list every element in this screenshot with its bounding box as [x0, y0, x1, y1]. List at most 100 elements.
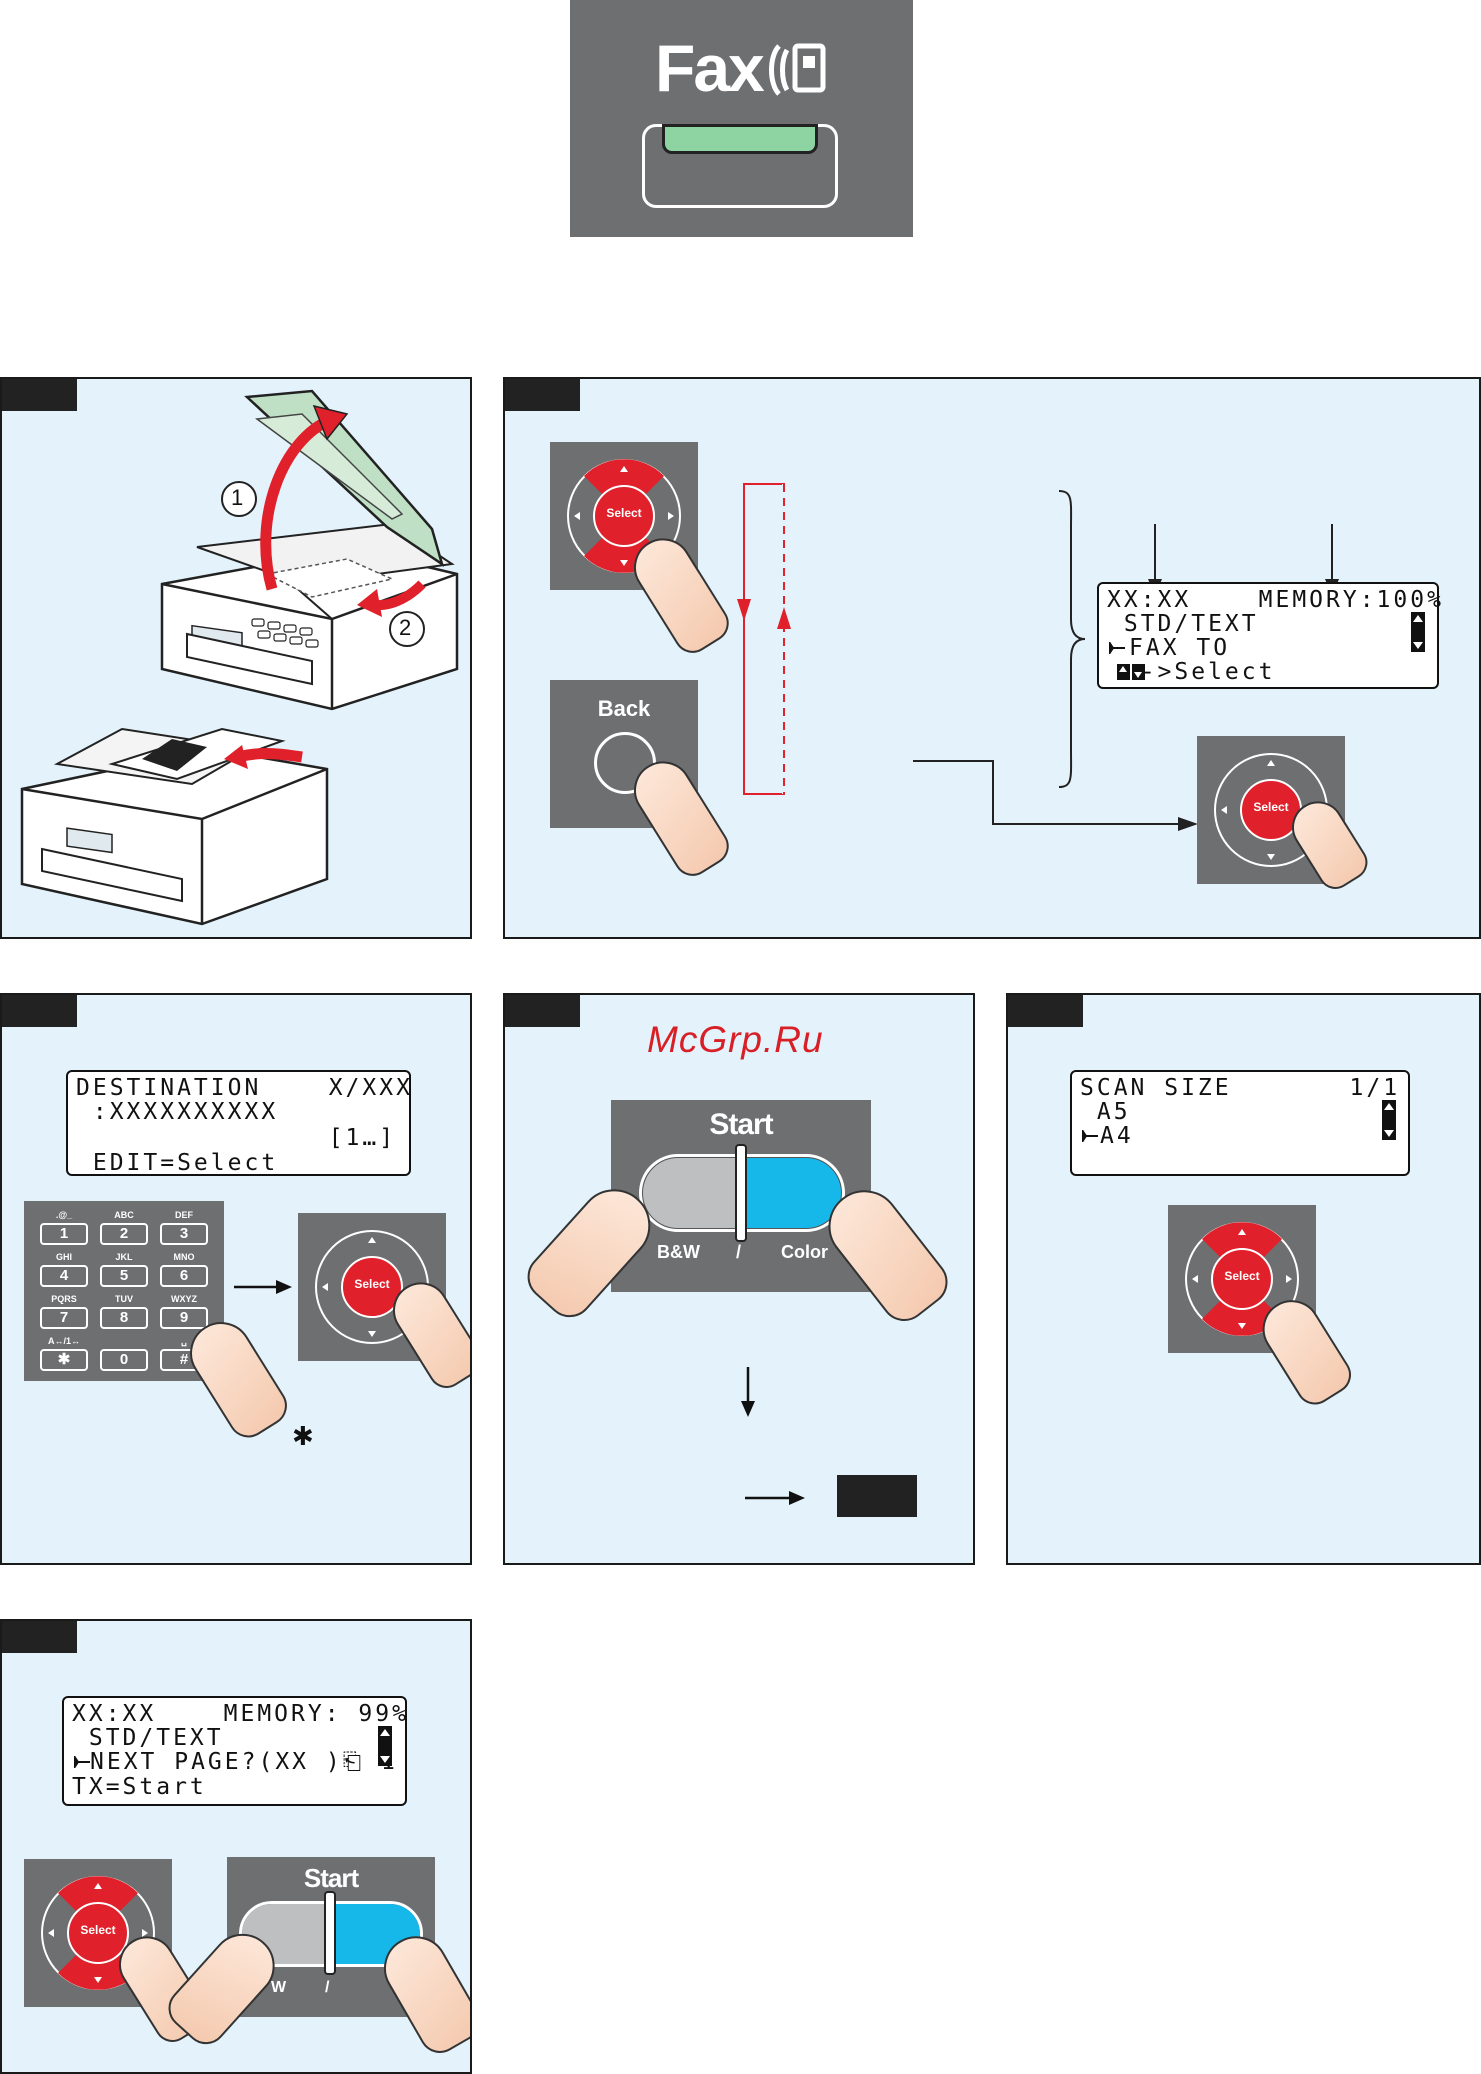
select-button[interactable]: Select: [354, 1277, 390, 1291]
watermark-text: McGrp.Ru: [647, 1019, 824, 1060]
step2-panel: Select Back XX:XX MEMORY:100% STD/TEXT F…: [503, 377, 1481, 939]
step6-panel: XX:XX MEMORY: 99% STD/TEXT NEXT PAGE?(XX…: [0, 1619, 472, 2074]
right-arrow-icon: [234, 1280, 292, 1294]
keypad-letters: MNO: [173, 1252, 195, 1262]
keypad-digit: 2: [100, 1223, 148, 1245]
keypad-letters: ABC: [114, 1210, 134, 1220]
slash-label: /: [736, 1242, 742, 1262]
lcd-cursor-icon: [74, 1756, 90, 1768]
step4-panel: McGrp.Ru Start B&W / Color: [503, 993, 975, 1565]
lcd-line-1: DESTINATION X/XXX: [76, 1075, 413, 1101]
keypad-key-4[interactable]: GHI 4: [38, 1251, 90, 1287]
start-key-panel: Start B&W / Color: [611, 1100, 871, 1292]
keypad-digit: 8: [100, 1307, 148, 1329]
keypad-letters: PQRS: [51, 1294, 77, 1304]
lcd-line-2: STD/TEXT: [1107, 611, 1259, 637]
start-bw-button[interactable]: [643, 1158, 739, 1228]
select-button[interactable]: Select: [1224, 1269, 1260, 1283]
lcd-line-3: [1…]: [76, 1125, 397, 1151]
fax-phone-icon: [769, 43, 826, 96]
step-marker-1: 1: [231, 485, 244, 510]
step-number-tag: [2, 995, 77, 1027]
step-marker-2: 2: [399, 615, 412, 640]
bw-label: B&W: [657, 1242, 700, 1262]
keypad-digit: 4: [40, 1265, 88, 1287]
keypad-letters: GHI: [55, 1252, 72, 1262]
lcd-display: XX:XX MEMORY:100% STD/TEXT FAX TO ->Sele…: [1097, 582, 1441, 689]
keypad-digit: 1: [40, 1223, 88, 1245]
step1-panel: 1 2: [0, 377, 472, 939]
lcd-line-4: EDIT=Select: [76, 1150, 279, 1176]
keypad-key-6[interactable]: MNO 6: [158, 1251, 210, 1287]
lcd-line-3: A4: [1100, 1123, 1134, 1149]
lcd-line-3: NEXT PAGE?(XX )⎗ 1: [90, 1749, 398, 1775]
keypad-letters: .@_: [55, 1210, 73, 1220]
keypad-key-1[interactable]: .@_ 1: [38, 1209, 90, 1245]
slash-label: /: [325, 1979, 330, 1996]
lcd-cursor-icon: [1109, 642, 1125, 654]
right-arrow-icon: [745, 1491, 805, 1505]
mfp-illustration: [20, 389, 459, 926]
keypad-key-7[interactable]: PQRS 7: [38, 1293, 90, 1329]
lcd-line-1: XX:XX MEMORY:100%: [1107, 587, 1444, 613]
start-label: Start: [709, 1108, 773, 1141]
keypad-digit: 6: [160, 1265, 208, 1287]
start-label: Start: [303, 1863, 359, 1893]
keypad-letters: JKL: [115, 1252, 133, 1262]
fax-key-label: Fax: [655, 31, 765, 105]
lcd-line-2: :XXXXXXXXXX: [76, 1099, 279, 1125]
step3-panel: DESTINATION X/XXX :XXXXXXXXXX [1…] EDIT=…: [0, 993, 472, 1565]
connector-arrow-icon: [913, 760, 1198, 831]
step5-panel: SCAN SIZE 1/1 A5 A4 Select: [1006, 993, 1481, 1565]
keypad-digit: 5: [100, 1265, 148, 1287]
keypad-digit: 3: [160, 1223, 208, 1245]
select-button[interactable]: Select: [1253, 800, 1289, 814]
lcd-line-4: TX=Start: [72, 1774, 207, 1800]
keypad-key-5[interactable]: JKL 5: [98, 1251, 150, 1287]
lcd-scrollbar-icon: [1411, 612, 1425, 652]
keypad-digit: 9: [160, 1307, 208, 1329]
keypad-key-9[interactable]: WXYZ 9: [158, 1293, 210, 1329]
lcd-updown-icon: [1117, 664, 1145, 680]
keypad-key-2[interactable]: ABC 2: [98, 1209, 150, 1245]
fax-key-led: [662, 124, 818, 154]
lcd-line-2: A5: [1080, 1099, 1131, 1125]
lcd-line-4: ->Select: [1107, 659, 1276, 685]
keypad-letters: A↔/1↔: [47, 1336, 80, 1346]
brace-icon: [1058, 490, 1086, 788]
lcd-scrollbar-icon: [378, 1726, 392, 1766]
select-button[interactable]: Select: [80, 1923, 116, 1937]
lcd-cursor-icon: [1082, 1130, 1098, 1142]
keypad-letters: DEF: [175, 1210, 193, 1220]
down-arrow-icon: [741, 1367, 755, 1417]
back-button-label: Back: [597, 696, 651, 721]
lcd-display: DESTINATION X/XXX :XXXXXXXXXX [1…] EDIT=…: [66, 1070, 411, 1176]
lcd-display: XX:XX MEMORY: 99% STD/TEXT NEXT PAGE?(XX…: [62, 1696, 407, 1806]
keypad-letters: TUV: [115, 1294, 133, 1304]
keypad-letters: WXYZ: [171, 1294, 197, 1304]
start-divider: [324, 1891, 336, 1975]
step-number-tag: [2, 379, 77, 411]
lcd-line-1: SCAN SIZE 1/1: [1080, 1075, 1401, 1101]
lcd-line-3: FAX TO: [1129, 635, 1231, 661]
keypad-letters: [98, 1335, 150, 1347]
nav-ring[interactable]: [38, 1873, 158, 1993]
keypad-key-8[interactable]: TUV 8: [98, 1293, 150, 1329]
step-number-tag: [2, 1621, 77, 1653]
lcd-scrollbar-icon: [1382, 1100, 1396, 1140]
step-number-tag: [505, 995, 580, 1027]
step-number-tag: [1008, 995, 1083, 1027]
asterisk-symbol: ✱: [292, 1421, 314, 1451]
keypad-key-3[interactable]: DEF 3: [158, 1209, 210, 1245]
start-divider: [735, 1144, 747, 1242]
keypad-key-11[interactable]: 0: [98, 1335, 150, 1371]
start-color-button[interactable]: [743, 1158, 841, 1228]
keypad-key-10[interactable]: A↔/1↔✱: [38, 1335, 90, 1371]
select-button[interactable]: Select: [606, 506, 642, 520]
step-reference-tag: [837, 1475, 917, 1517]
fax-key-panel: Fax: [570, 0, 913, 237]
keypad-letters: ␣: [181, 1336, 187, 1346]
bw-label: W: [271, 1979, 287, 1996]
keypad-digit: 7: [40, 1307, 88, 1329]
keypad-digit: 0: [100, 1349, 148, 1371]
